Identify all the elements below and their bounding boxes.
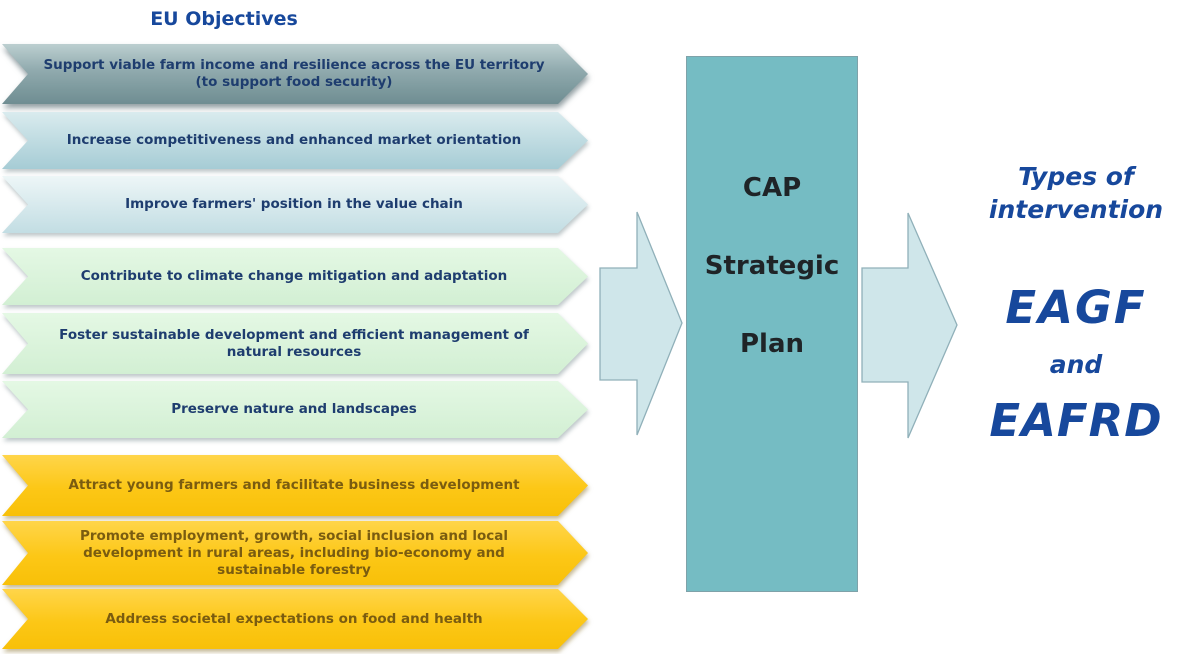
- objective-label: Increase competitiveness and enhanced ma…: [66, 132, 522, 148]
- cap-strategic-plan-box: CAP Strategic Plan: [686, 56, 858, 592]
- flow-arrow-left-icon: [599, 211, 683, 436]
- objective-label: Address societal expectations on food an…: [105, 610, 483, 627]
- heading-line-1: Types of: [1018, 162, 1134, 191]
- types-of-intervention-panel: Types of intervention EAGF and EAFRD: [948, 0, 1200, 654]
- objective-arrow-shape: Preserve nature and landscapes: [2, 381, 588, 438]
- objective-arrow: Address societal expectations on food an…: [2, 589, 588, 649]
- objective-label: Foster sustainable development and effic…: [59, 326, 529, 360]
- heading-line-2: intervention: [988, 195, 1164, 224]
- objective-arrow: Attract young farmers and facilitate bus…: [2, 455, 588, 516]
- types-of-intervention-heading: Types of intervention: [948, 160, 1200, 226]
- objective-arrow: Improve farmers' position in the value c…: [2, 176, 588, 233]
- objective-label: Preserve nature and landscapes: [171, 401, 417, 417]
- objective-label: Attract young farmers and facilitate bus…: [68, 477, 520, 493]
- objective-arrow-shape: Promote employment, growth, social inclu…: [2, 521, 588, 585]
- objective-arrow-shape: Attract young farmers and facilitate bus…: [2, 455, 588, 516]
- objective-arrow: Increase competitiveness and enhanced ma…: [2, 112, 588, 169]
- objective-label: Contribute to climate change mitigation …: [80, 268, 508, 284]
- fund-eafrd-label: EAFRD: [989, 394, 1163, 447]
- objective-arrow: Foster sustainable development and effic…: [2, 313, 588, 374]
- objective-arrow-shape: Address societal expectations on food an…: [2, 589, 588, 649]
- objective-arrow-shape: Increase competitiveness and enhanced ma…: [2, 112, 588, 169]
- cap-box-line: CAP: [742, 173, 802, 203]
- fund-conjunction-label: and: [1049, 350, 1103, 379]
- objective-arrow: Contribute to climate change mitigation …: [2, 248, 588, 305]
- objective-arrow: Support viable farm income and resilienc…: [2, 44, 588, 104]
- objective-arrow-shape: Foster sustainable development and effic…: [2, 313, 588, 374]
- cap-box-line: Plan: [739, 329, 805, 359]
- cap-box-line: Strategic: [704, 251, 840, 281]
- objective-label: Support viable farm income and resilienc…: [43, 57, 545, 90]
- objective-label: Improve farmers' position in the value c…: [125, 196, 463, 212]
- objective-arrow-shape: Improve farmers' position in the value c…: [2, 176, 588, 233]
- page-title: EU Objectives: [150, 8, 298, 30]
- objective-arrow: Preserve nature and landscapes: [2, 381, 588, 438]
- objective-arrow: Promote employment, growth, social inclu…: [2, 521, 588, 585]
- flow-arrow-right-icon: [861, 212, 958, 439]
- objective-arrow-shape: Contribute to climate change mitigation …: [2, 248, 588, 305]
- objective-label: Promote employment, growth, social inclu…: [80, 527, 508, 578]
- objective-arrow-shape: Support viable farm income and resilienc…: [2, 44, 588, 104]
- fund-eagf-label: EAGF: [1005, 281, 1147, 334]
